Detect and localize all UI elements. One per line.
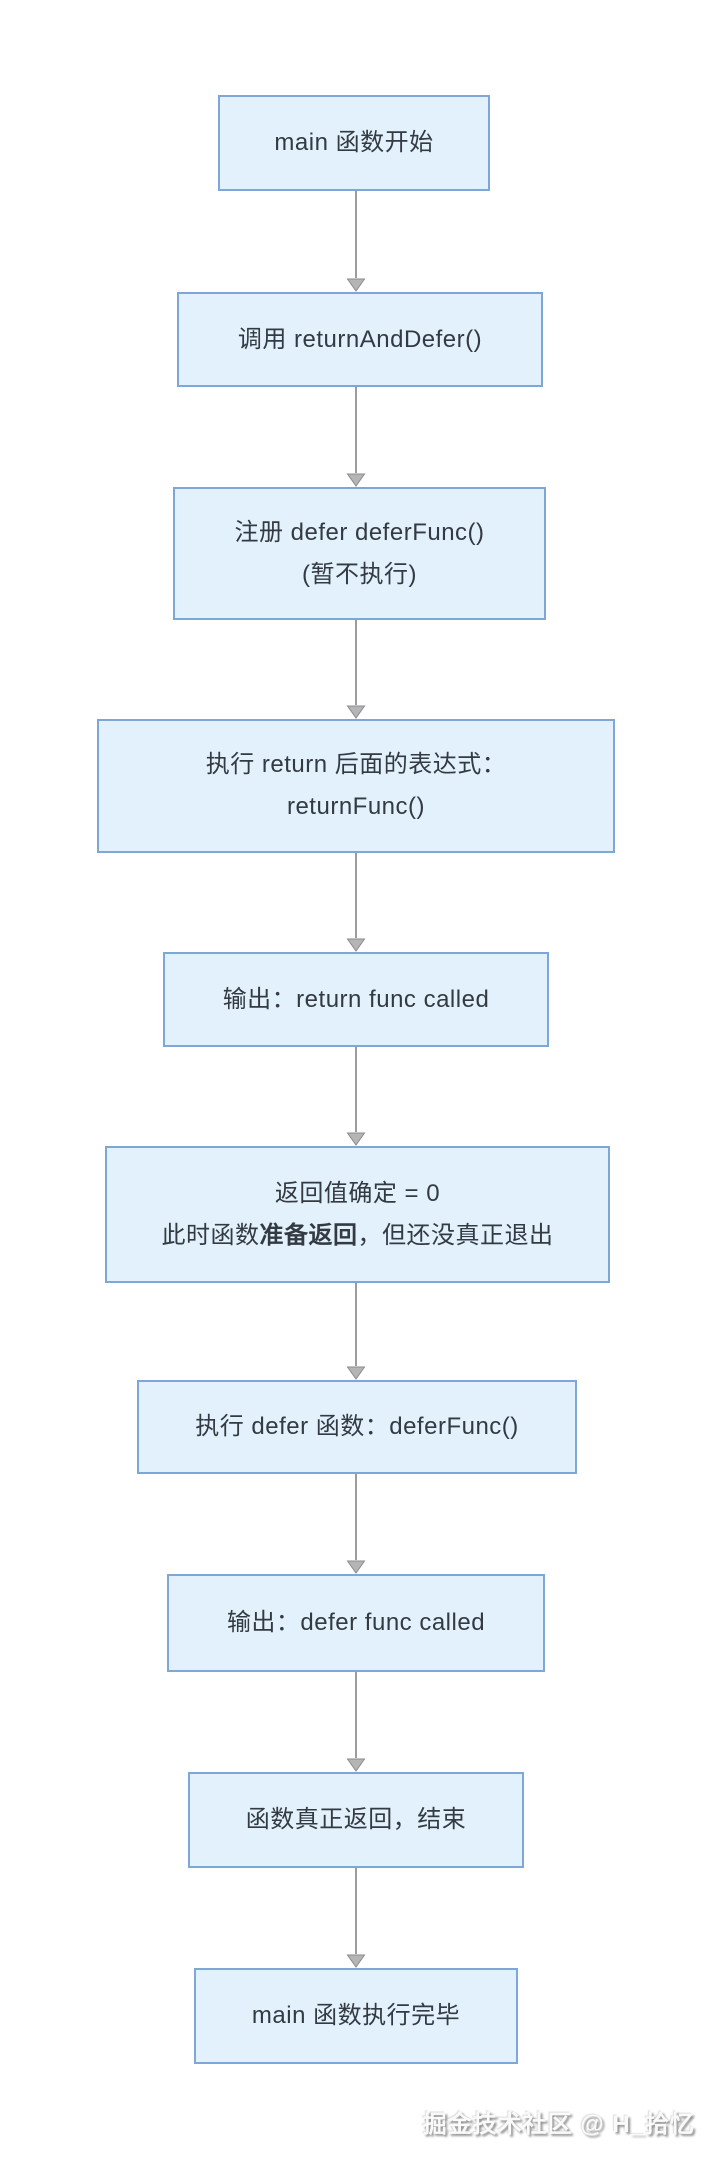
line2-bold: 准备返回 [259, 1221, 358, 1249]
arrow-head-icon [346, 705, 366, 719]
flow-arrow [346, 387, 366, 487]
node-return-value-set: 返回值确定 = 0 此时函数准备返回，但还没真正退出 [105, 1146, 610, 1283]
arrow-line [355, 191, 357, 278]
node-label: 调用 returnAndDefer() [237, 325, 483, 353]
node-label: 输出：return func called [222, 985, 490, 1013]
node-main-start: main 函数开始 [218, 95, 490, 191]
arrow-head-icon [346, 1132, 366, 1146]
node-exec-return-expr: 执行 return 后面的表达式： returnFunc() [97, 719, 615, 853]
arrow-head-icon [346, 473, 366, 487]
node-label-line1: 注册 defer deferFunc() [234, 518, 485, 546]
node-label: main 函数执行完毕 [251, 2002, 461, 2029]
node-label: 输出：defer func called [226, 1609, 486, 1636]
arrow-line [355, 1283, 357, 1366]
arrow-head-icon [346, 1758, 366, 1772]
arrow-line [355, 853, 357, 938]
flow-arrow [346, 1868, 366, 1968]
node-output-return-func-called: 输出：return func called [163, 952, 549, 1047]
flow-arrow [346, 853, 366, 952]
node-exec-defer-func: 执行 defer 函数：deferFunc() [137, 1380, 577, 1474]
arrow-head-icon [346, 1954, 366, 1968]
node-label: 执行 defer 函数：deferFunc() [195, 1413, 519, 1440]
arrow-line [355, 620, 357, 705]
arrow-head-icon [346, 278, 366, 292]
arrow-line [355, 1672, 357, 1758]
node-label: 函数真正返回，结束 [245, 1806, 467, 1833]
arrow-head-icon [346, 938, 366, 952]
arrow-line [355, 1868, 357, 1954]
flow-arrow [346, 191, 366, 292]
watermark-text: 掘金技术社区 @ H_拾忆 [422, 2111, 695, 2138]
node-label-line1: 返回值确定 = 0 [274, 1179, 441, 1207]
line2-prefix: 此时函数 [161, 1221, 260, 1249]
arrow-line [355, 1474, 357, 1560]
node-output-defer-func-called: 输出：defer func called [167, 1574, 545, 1672]
node-register-defer: 注册 defer deferFunc() (暂不执行) [173, 487, 546, 620]
arrow-line [355, 1047, 357, 1132]
node-call-returnanddefer: 调用 returnAndDefer() [177, 292, 543, 387]
flow-arrow [346, 1474, 366, 1574]
node-function-really-returns: 函数真正返回，结束 [188, 1772, 524, 1868]
flow-arrow [346, 1672, 366, 1772]
node-label-line2: 此时函数准备返回，但还没真正退出 [162, 1215, 554, 1257]
arrow-line [355, 387, 357, 473]
node-label-line2: returnFunc() [286, 793, 426, 820]
node-label-line1: 执行 return 后面的表达式： [205, 751, 507, 778]
node-label-line2: (暂不执行) [302, 560, 417, 588]
flow-arrow [346, 620, 366, 719]
flow-arrow [346, 1047, 366, 1146]
arrow-head-icon [346, 1560, 366, 1574]
line2-suffix: ，但还没真正退出 [357, 1221, 554, 1249]
node-label: main 函数开始 [274, 129, 434, 156]
flow-arrow [346, 1283, 366, 1380]
node-main-end: main 函数执行完毕 [194, 1968, 518, 2064]
arrow-head-icon [346, 1366, 366, 1380]
